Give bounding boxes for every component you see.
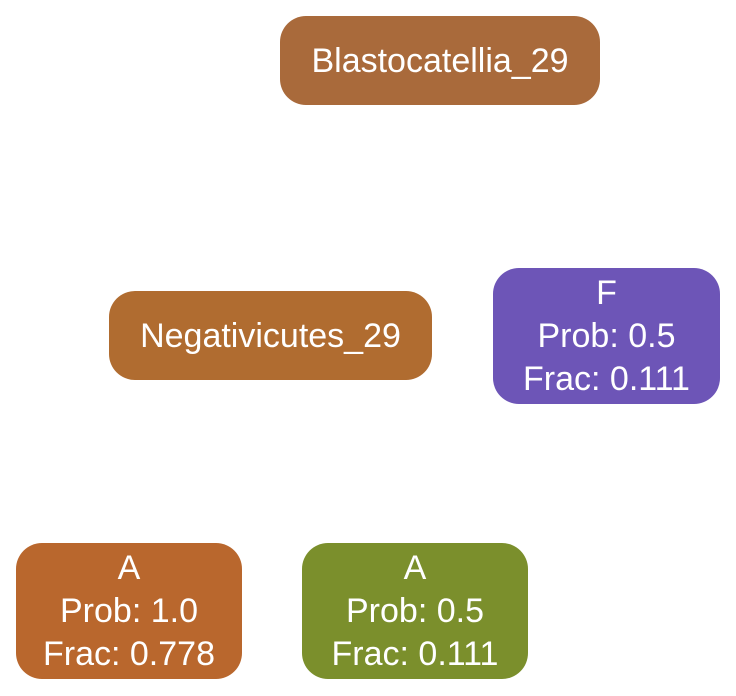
leaf-frac: Frac: 0.778 bbox=[43, 634, 215, 673]
node-label: Negativicutes_29 bbox=[140, 316, 401, 355]
leaf-node-f: F Prob: 0.5 Frac: 0.111 bbox=[493, 268, 720, 404]
leaf-node-a-2: A Prob: 0.5 Frac: 0.111 bbox=[302, 543, 528, 679]
node-label: Blastocatellia_29 bbox=[311, 41, 569, 80]
leaf-prob: Prob: 0.5 bbox=[537, 316, 676, 355]
leaf-node-a-1: A Prob: 1.0 Frac: 0.778 bbox=[16, 543, 242, 679]
leaf-label: A bbox=[403, 548, 427, 587]
leaf-frac: Frac: 0.111 bbox=[523, 359, 690, 398]
leaf-prob: Prob: 1.0 bbox=[60, 591, 198, 630]
leaf-prob: Prob: 0.5 bbox=[346, 591, 484, 630]
node-blastocatellia-29: Blastocatellia_29 bbox=[280, 16, 600, 105]
leaf-label: A bbox=[117, 548, 141, 587]
leaf-frac: Frac: 0.111 bbox=[331, 634, 499, 673]
node-negativicutes-29: Negativicutes_29 bbox=[109, 291, 432, 380]
leaf-label: F bbox=[596, 273, 617, 312]
